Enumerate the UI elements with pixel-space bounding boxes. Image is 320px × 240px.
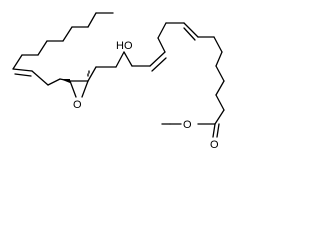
epoxide-ring: [60, 79, 89, 98]
ester-ether-oxygen-label: O: [183, 119, 192, 131]
ester-group: [161, 123, 220, 138]
chain-to-ester: [214, 51, 225, 125]
chain-upper: [157, 22, 185, 53]
cis-double-bond-left: [12, 68, 71, 86]
epoxide-oxygen-label: O: [73, 99, 82, 111]
cis-double-bond-middle: [123, 51, 167, 72]
carbinol-linkage: [87, 51, 125, 82]
wedge-bond-epoxide-left: [60, 79, 70, 83]
cis-double-bond-right: [183, 22, 223, 53]
ester-carbonyl-oxygen-label: O: [210, 139, 219, 151]
molecule-structure: O HO: [12, 12, 225, 151]
hydroxyl-label: HO: [116, 40, 133, 52]
heptyl-chain: [12, 12, 114, 70]
